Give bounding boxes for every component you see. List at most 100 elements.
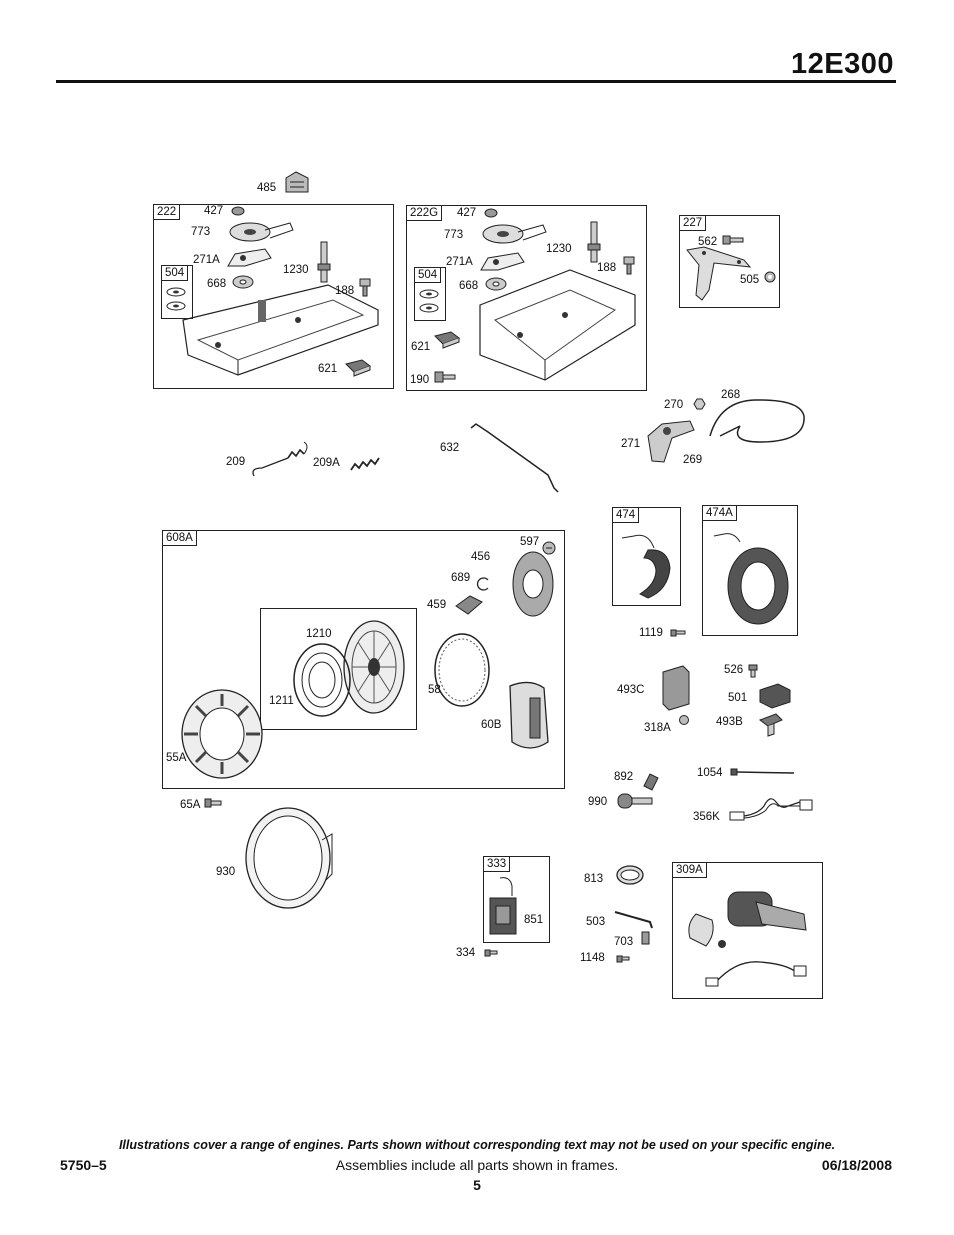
control-cable-268-icon [709,399,805,443]
part-label-597: 597 [520,536,540,548]
frame-tag-504-a: 504 [161,265,189,281]
stud-1230-b-icon [587,221,601,263]
part-label-562: 562 [698,236,718,248]
part-label-703: 703 [614,936,634,948]
frame-504-b: 504 [414,267,446,321]
part-label-632: 632 [440,442,460,454]
rewind-spring-1211-icon [293,643,351,717]
screw-1148-icon [616,955,630,963]
screw-562-icon [722,235,744,245]
screw-334-icon [484,949,498,957]
part-label-60b: 60B [481,719,502,731]
part-label-190: 190 [410,374,430,386]
clamp-813-icon [616,865,644,885]
lever-271-icon [647,420,695,463]
part-label-501: 501 [728,692,748,704]
switch-990-icon [617,793,653,809]
rewind-housing-55a-icon [181,689,263,779]
part-label-58: 58 [428,684,441,696]
part-label-1054: 1054 [697,767,723,779]
governor-pulley-b-icon [482,224,547,244]
alternator-474-icon [621,534,671,599]
handle-60b-icon [509,681,549,749]
part-label-427-b: 427 [457,207,477,219]
part-label-209: 209 [226,456,246,468]
washer-set-b-icon [419,289,439,313]
screw-190-icon [434,371,456,383]
header-rule [56,80,896,83]
nut-505-icon [764,271,776,283]
part-label-990: 990 [588,796,608,808]
part-label-334: 334 [456,947,476,959]
tie-1054-icon [730,768,795,776]
screw-188-icon [359,278,371,297]
fitting-892-icon [643,773,659,791]
part-label-318a: 318A [644,722,671,734]
washer-668-icon [232,275,254,289]
clip-621-b-icon [434,331,461,349]
electric-starter-309a-icon [688,891,807,987]
alternator-474a-icon [713,533,789,625]
frame-tag-474a: 474A [702,505,737,521]
part-label-1119: 1119 [639,627,663,639]
frame-608a: 608A [162,530,565,789]
part-label-526: 526 [724,664,744,676]
governor-link-632-icon [470,423,559,493]
frame-227: 227 [679,215,780,308]
rope-58-icon [434,633,490,707]
frame-309a: 309A [672,862,823,999]
part-label-270: 270 [664,399,684,411]
part-label-930: 930 [216,866,236,878]
page-number: 5 [473,1177,481,1193]
dog-459-icon [455,595,483,615]
part-label-773: 773 [191,226,211,238]
washer-668-b-icon [485,277,507,291]
stud-1230-icon [317,241,331,283]
part-label-268: 268 [721,389,741,401]
frame-tag-227: 227 [679,215,707,231]
governor-pulley-icon [229,222,294,242]
part-label-668: 668 [207,278,227,290]
wire-clip-485-icon [285,171,309,193]
screw-1119-icon [670,629,686,637]
part-label-689: 689 [451,572,471,584]
nut-427-b-icon [484,208,498,218]
lever-271a-b-icon [480,252,525,271]
footer-disclaimer: Illustrations cover a range of engines. … [118,1138,836,1152]
part-label-493b: 493B [716,716,743,728]
bracket-503-icon [614,911,653,929]
blower-housing-930-icon [245,807,333,909]
frame-tag-309a: 309A [672,862,707,878]
frame-474a: 474A [702,505,798,636]
part-label-851: 851 [524,914,544,926]
screw-65a-icon [204,798,222,808]
frame-tag-333: 333 [483,856,511,872]
screw-318a-icon [679,715,689,725]
part-label-1230: 1230 [283,264,309,276]
part-label-427: 427 [204,205,224,217]
part-label-1211: 1211 [269,695,294,707]
part-label-271: 271 [621,438,641,450]
frame-222: 222 [153,204,394,389]
bracket-227-icon [686,246,752,301]
part-label-188: 188 [335,285,355,297]
nut-427-icon [231,206,245,216]
part-label-621-b: 621 [411,341,431,353]
control-bracket-base-b-icon [479,269,636,381]
screw-526-icon [748,664,758,678]
model-title: 12E300 [791,48,894,80]
frame-tag-504-b: 504 [414,267,442,283]
part-label-456: 456 [471,551,491,563]
lever-271a-icon [227,248,272,267]
part-label-1210: 1210 [306,628,332,640]
frame-tag-222g: 222G [406,205,443,221]
footer-doc-number: 5750–5 [60,1157,107,1173]
part-label-356k: 356K [693,811,720,823]
spring-209a-icon [350,457,380,471]
part-label-65a: 65A [180,799,201,811]
part-label-813: 813 [584,873,604,885]
clip-703-icon [641,931,650,945]
frame-474: 474 [612,507,681,606]
part-label-503: 503 [586,916,606,928]
part-label-1148: 1148 [580,952,605,964]
